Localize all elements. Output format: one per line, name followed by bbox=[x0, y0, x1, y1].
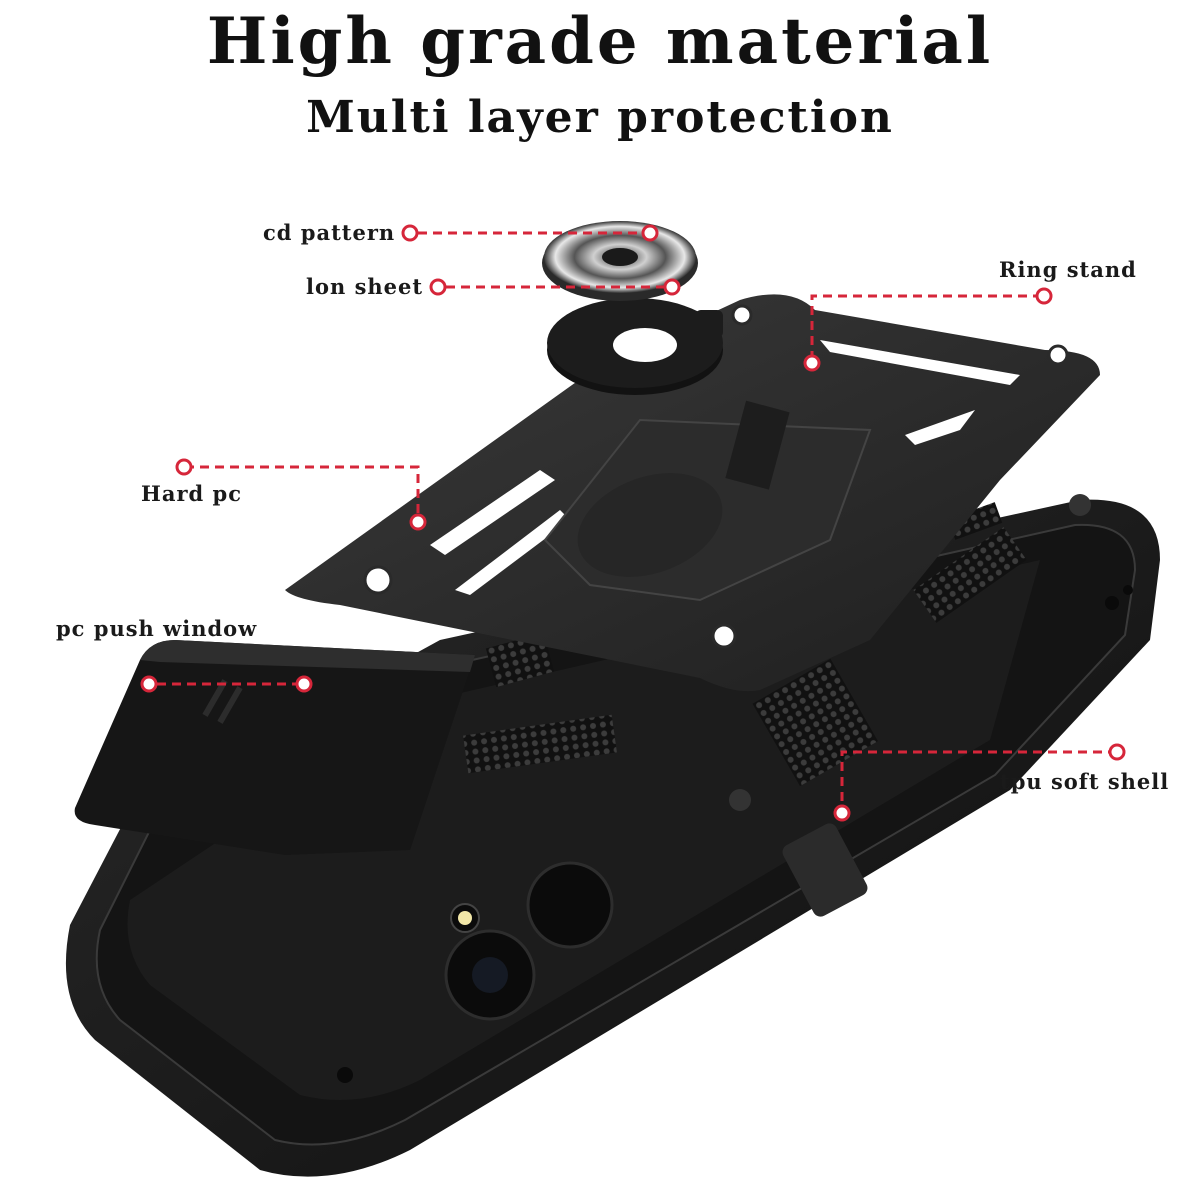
label-cd-pattern: cd pattern bbox=[263, 220, 396, 245]
label-pc-push-window: pc push window bbox=[56, 616, 258, 641]
grip-texture bbox=[463, 502, 1027, 787]
hard-pc-plate-shape bbox=[285, 294, 1100, 692]
label-hard-pc: Hard pc bbox=[141, 481, 242, 506]
page-title: High grade material bbox=[206, 4, 994, 79]
pc-push-window-shape bbox=[74, 640, 476, 855]
label-tpu-soft-shell: tpu soft shell bbox=[1000, 769, 1170, 794]
camera-module bbox=[444, 494, 1091, 1021]
page-subtitle: Multi layer protection bbox=[306, 92, 894, 143]
label-ion-sheet: lon sheet bbox=[306, 274, 424, 299]
callout-leader-lines bbox=[157, 231, 1117, 812]
callout-markers bbox=[140, 224, 1126, 822]
cd-pattern-disc-shape bbox=[542, 221, 698, 301]
ring-holder-shape bbox=[547, 298, 723, 395]
label-ring-stand: Ring stand bbox=[999, 257, 1137, 282]
